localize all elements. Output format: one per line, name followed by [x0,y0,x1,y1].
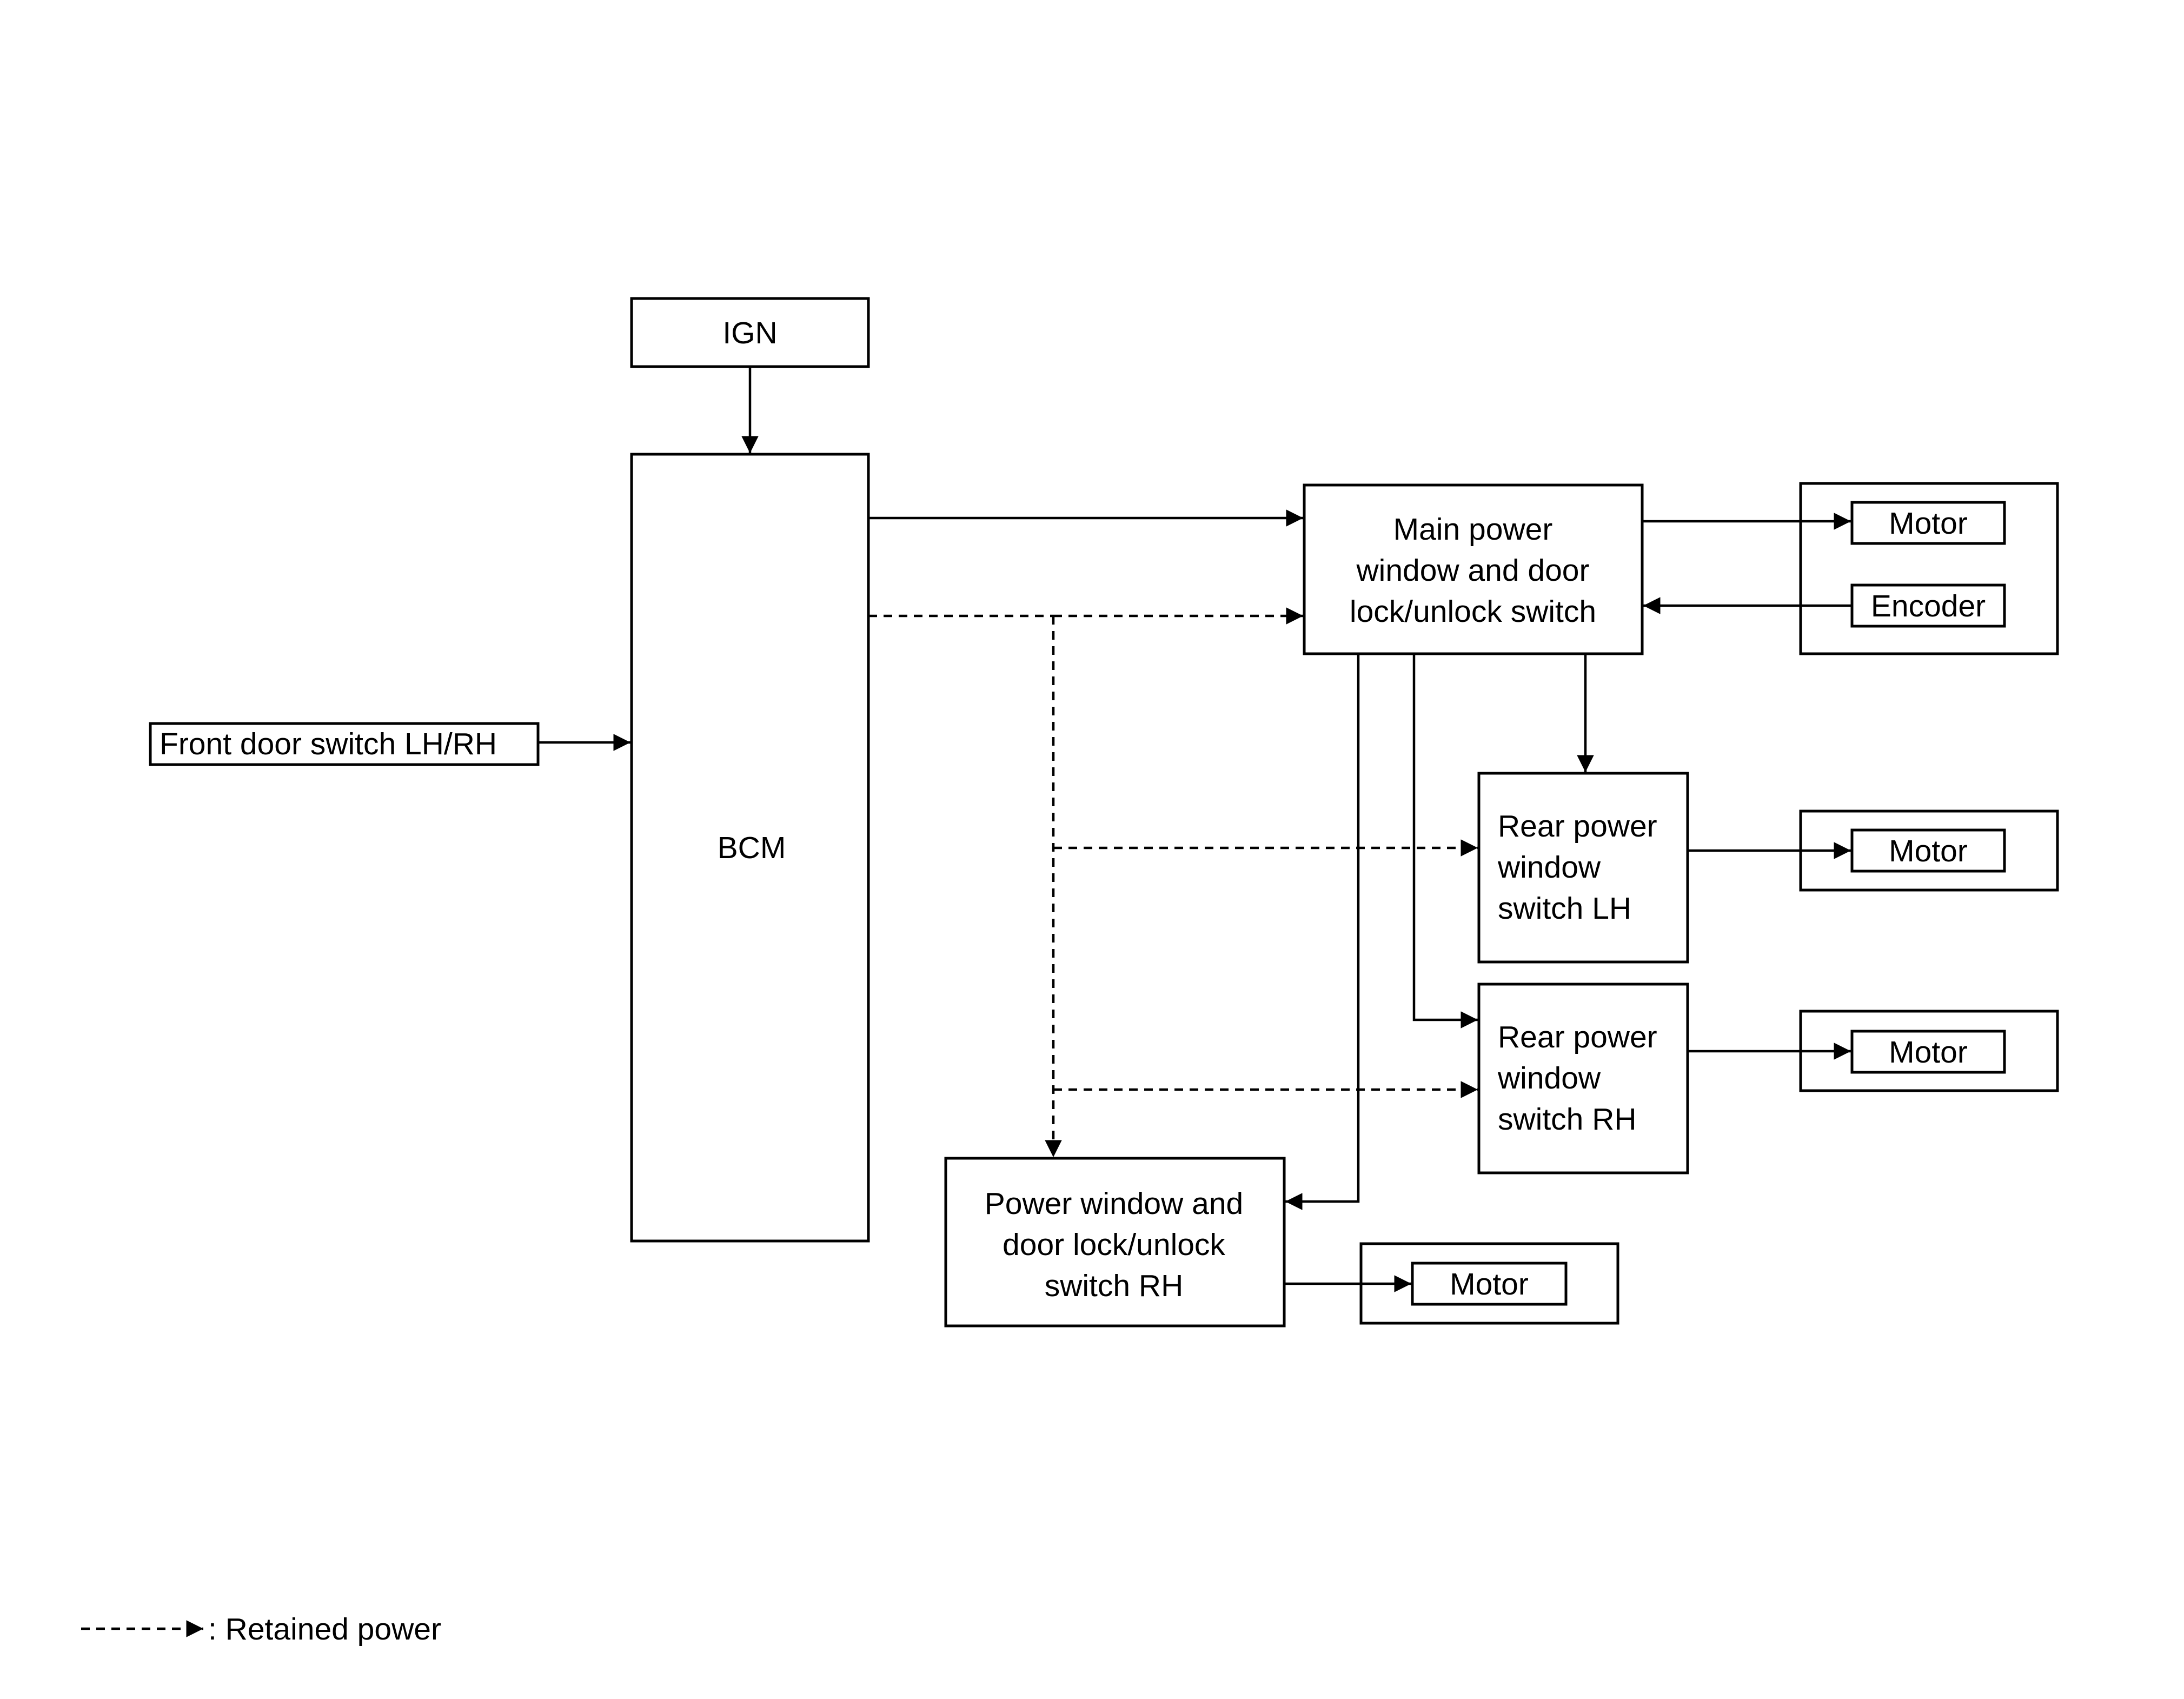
power-window-switch-rh-block: Power window and door lock/unlock switch… [944,1157,1286,1328]
main-switch-label-line-2: window and door [1356,553,1590,588]
front-door-switch-label: Front door switch LH/RH [160,727,497,761]
main-motor-label: Motor [1889,506,1968,541]
ign-label: IGN [722,316,777,350]
rh-switch-label-line-3: switch RH [1045,1269,1184,1303]
main-motor-group: Motor Encoder [1799,482,2059,655]
main-switch-label-line-3: lock/unlock switch [1350,594,1596,629]
rh-motor-label: Motor [1450,1267,1529,1302]
rear-rh-switch-label-line-1: Rear power [1498,1020,1657,1054]
legend: : Retained power [81,1612,441,1647]
front-door-switch-block: Front door switch LH/RH [149,722,540,766]
bcm-block: BCM [630,453,870,1243]
legend-retained-power-label: : Retained power [208,1612,441,1647]
rh-switch-label-line-1: Power window and [985,1186,1243,1221]
rear-lh-switch-label-line-2: window [1497,850,1601,885]
rear-power-window-switch-lh-block: Rear power window switch LH [1477,772,1689,964]
bcm-label: BCM [718,831,786,865]
rear-lh-switch-label-line-3: switch LH [1498,891,1631,926]
rear-power-window-switch-rh-block: Rear power window switch RH [1477,983,1689,1174]
rear-lh-motor-label: Motor [1889,834,1968,868]
main-encoder-label: Encoder [1871,589,1986,623]
rear-rh-switch-label-line-2: window [1497,1061,1601,1096]
main-power-window-switch-block: Main power window and door lock/unlock s… [1303,483,1644,655]
rh-motor-group: Motor [1359,1242,1619,1325]
rear-rh-switch-label-line-3: switch RH [1498,1102,1637,1137]
rear-lh-switch-label-line-1: Rear power [1498,809,1657,844]
rear-rh-motor-label: Motor [1889,1035,1968,1070]
ign-block: IGN [630,297,870,368]
main-switch-to-rh-switch-arrow [1285,654,1360,1210]
rh-switch-label-line-2: door lock/unlock [1003,1227,1225,1262]
main-switch-to-rear-rh-arrow [1412,654,1478,1028]
main-switch-label-line-1: Main power [1393,512,1553,547]
